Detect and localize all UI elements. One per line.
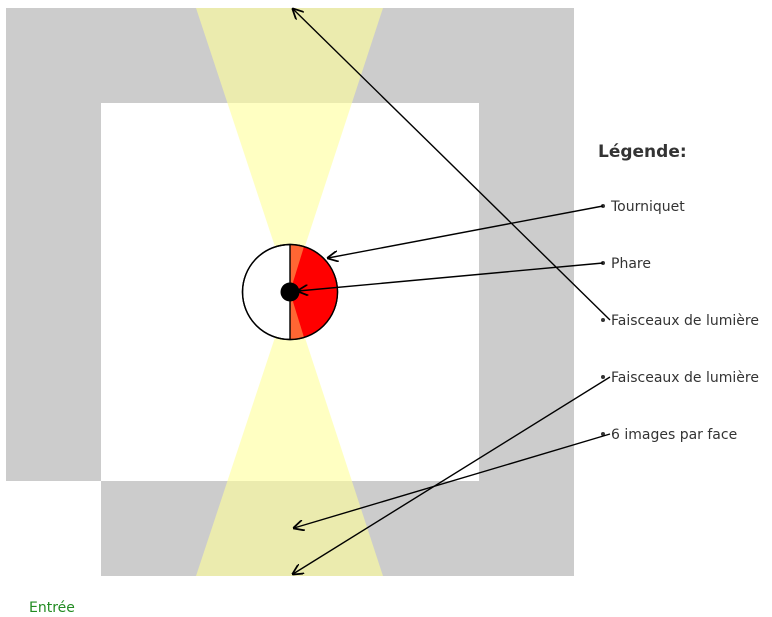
legend-item-faisceaux-2: Faisceaux de lumière xyxy=(601,370,759,386)
wall-left xyxy=(6,103,101,481)
turnstile-edge-bottom xyxy=(290,292,304,340)
turnstile-red-half xyxy=(290,244,338,340)
arrow-tourniquet xyxy=(328,205,604,258)
legend-item-phare: Phare xyxy=(601,256,651,272)
legend-item-faisceaux-1: Faisceaux de lumière xyxy=(601,313,759,329)
legend-bullet xyxy=(601,375,605,379)
arrow-6-images xyxy=(294,433,611,528)
legend-item-label: 6 images par face xyxy=(611,427,737,443)
legend-bullet xyxy=(601,318,605,322)
light-beam-top xyxy=(196,8,383,292)
turnstile-edge-top xyxy=(290,244,304,292)
legend: Légende: Tourniquet Phare Faisceaux de l… xyxy=(598,142,759,443)
legend-item-label: Tourniquet xyxy=(610,199,685,215)
legend-item-label: Faisceaux de lumière xyxy=(611,313,759,329)
leader-arrows xyxy=(293,9,611,574)
legend-item-tourniquet: Tourniquet xyxy=(601,199,685,215)
legend-item-label: Faisceaux de lumière xyxy=(611,370,759,386)
arrow-faisceaux-bottom xyxy=(293,376,611,574)
legend-item-6-images: 6 images par face xyxy=(601,427,737,443)
legend-bullet xyxy=(601,432,605,436)
legend-item-label: Phare xyxy=(611,256,651,272)
beacon xyxy=(280,282,300,302)
arrow-faisceaux-top xyxy=(293,9,611,321)
legend-title: Légende: xyxy=(598,142,687,162)
wall-right xyxy=(479,103,574,576)
light-beam-bottom xyxy=(196,292,383,576)
arrow-phare xyxy=(298,262,604,291)
entrance-label: Entrée xyxy=(29,600,75,616)
